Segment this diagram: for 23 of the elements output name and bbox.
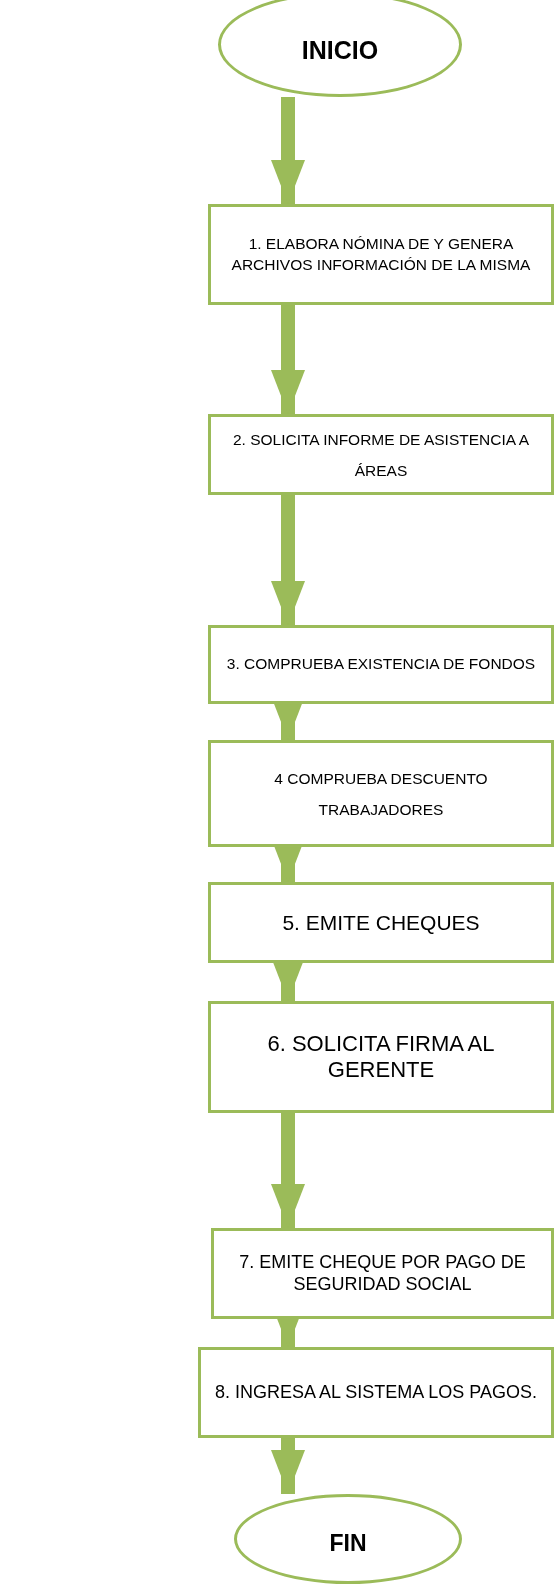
step-text: 1. ELABORA NÓMINA DE Y GENERA ARCHIVOS INFORMACIÓN DE LA MISMA [230, 234, 532, 275]
terminal-label: FIN [329, 1529, 367, 1558]
arrow [271, 305, 305, 414]
process-box [208, 1001, 554, 1113]
step-text: 2. SOLICITA INFORME DE ASISTENCIA A ÁREAS [232, 429, 530, 481]
arrow [271, 1438, 305, 1494]
process-box [208, 204, 554, 305]
step-text: 7. EMITE CHEQUE POR PAGO DE SEGURIDAD SOCIAL [238, 1251, 527, 1296]
terminal-label: INICIO [301, 34, 379, 65]
step-text: 8. INGRESA AL SISTEMA LOS PAGOS. [214, 1381, 538, 1404]
step-text: 5. EMITE CHEQUES [282, 909, 480, 936]
step-text: 4 COMPRUEBA DESCUENTO TRABAJADORES [273, 768, 489, 820]
process-box [208, 625, 554, 704]
process-box [198, 1347, 554, 1438]
process-box [208, 414, 554, 495]
process-box [211, 1228, 554, 1319]
process-box [208, 882, 554, 963]
arrow [271, 495, 305, 625]
process-box [208, 740, 554, 847]
arrow [271, 1113, 305, 1228]
arrow [271, 97, 305, 204]
step-text: 6. SOLICITA FIRMA AL GERENTE [266, 1030, 496, 1084]
step-text: 3. COMPRUEBA EXISTENCIA DE FONDOS [226, 654, 536, 675]
